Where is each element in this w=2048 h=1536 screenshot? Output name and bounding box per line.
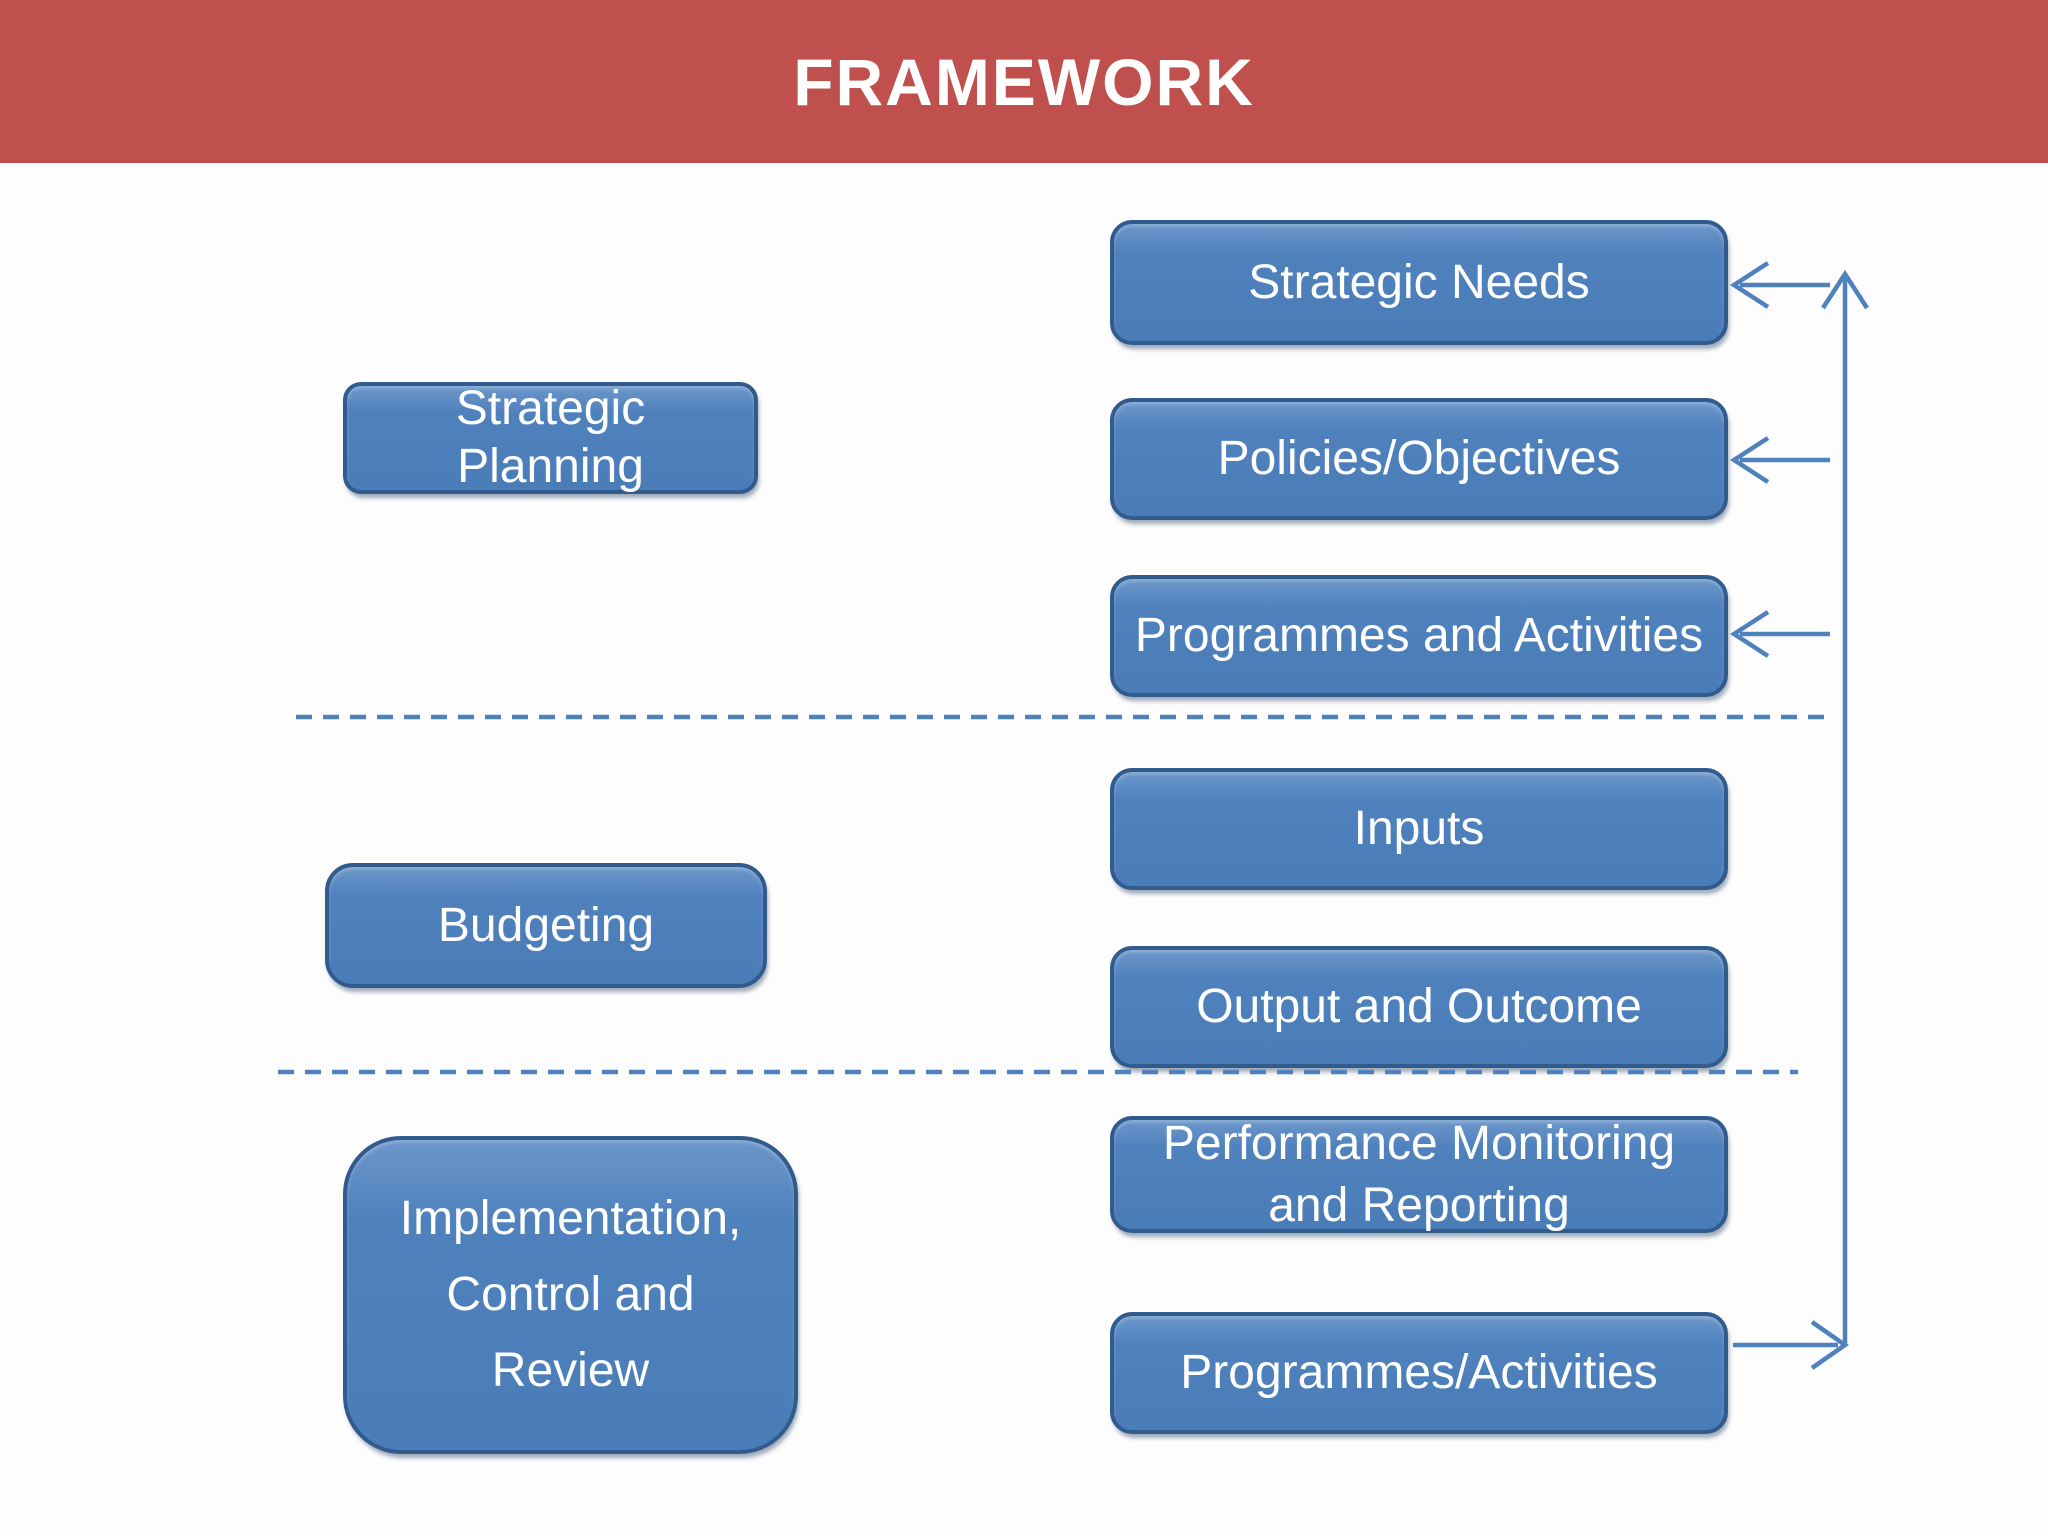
box-output-and-outcome: Output and Outcome [1110,946,1728,1068]
box-label-line: Review [491,1344,650,1397]
box-budgeting: Budgeting [325,863,767,988]
box-label-line: Planning [457,440,644,493]
box-programmes-and-activities: Programmes and Activities [1110,575,1728,697]
box-policies-objectives: Policies/Objectives [1110,398,1728,520]
box-label-line: Programmes/Activities [1180,1346,1658,1399]
box-strategic-planning: Strategic Planning [343,382,758,494]
box-implementation-control-review: Implementation, Control and Review [343,1136,798,1454]
slide-title: FRAMEWORK [793,44,1255,119]
box-label-line: Strategic Needs [1248,255,1590,309]
box-label-line: Inputs [1353,802,1485,855]
arrowhead-left-icon [1734,263,1768,307]
box-label-line: and Reporting [1268,1178,1570,1232]
box-label-line: Control and [446,1268,695,1321]
arrowhead-up-icon [1823,274,1867,308]
box-performance-monitoring-and-reporting: Performance Monitoring and Reporting [1110,1116,1728,1233]
box-strategic-needs: Strategic Needs [1110,220,1728,345]
box-label-line: Implementation, [399,1192,742,1245]
box-label-line: Strategic [455,382,646,435]
box-label-line: Budgeting [437,898,655,952]
box-inputs: Inputs [1110,768,1728,890]
box-label-line: Policies/Objectives [1217,432,1621,485]
box-programmes-activities: Programmes/Activities [1110,1312,1728,1434]
box-label-line: Performance Monitoring [1162,1116,1676,1170]
box-label-line: Output and Outcome [1196,980,1642,1033]
arrowhead-right-icon [1812,1322,1845,1368]
header-bar: FRAMEWORK [0,0,2048,163]
arrowhead-left-icon [1734,438,1768,482]
arrowhead-left-icon [1734,612,1768,656]
box-label-line: Programmes and Activities [1134,609,1704,662]
